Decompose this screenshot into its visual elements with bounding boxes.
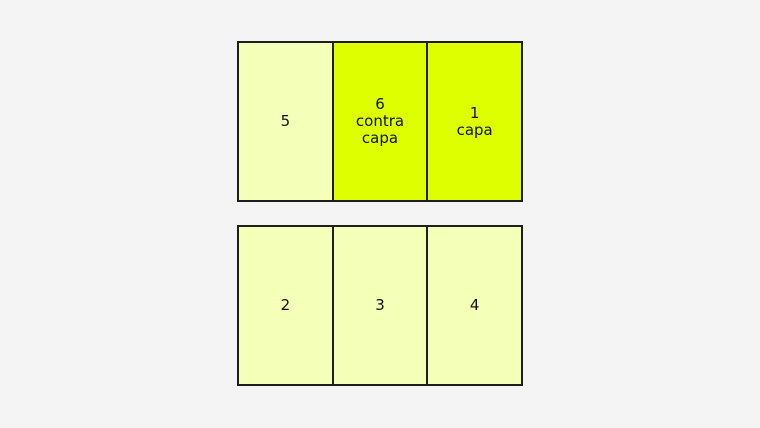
panel-6-back-cover: 6 contra capa [331, 43, 427, 200]
panel-2: 2 [239, 227, 332, 384]
panel-label: capa [456, 120, 493, 139]
panel-number: 6 [375, 95, 385, 113]
panel-label: capa [361, 129, 399, 147]
panel-5: 5 [239, 43, 332, 200]
panel-number: 4 [469, 296, 480, 314]
panel-1-cover: 1 capa [426, 43, 522, 200]
panel-number: 2 [280, 296, 291, 314]
panel-number: 1 [469, 103, 480, 122]
panel-3: 3 [331, 227, 427, 384]
panel-number: 5 [280, 112, 291, 130]
panel-4: 4 [426, 227, 522, 384]
sheet-outer-side: 5 6 contra capa 1 capa [237, 41, 523, 202]
panel-label: contra [355, 112, 405, 130]
sheet-inner-side: 2 3 4 [237, 225, 523, 386]
panel-number: 3 [375, 296, 385, 314]
